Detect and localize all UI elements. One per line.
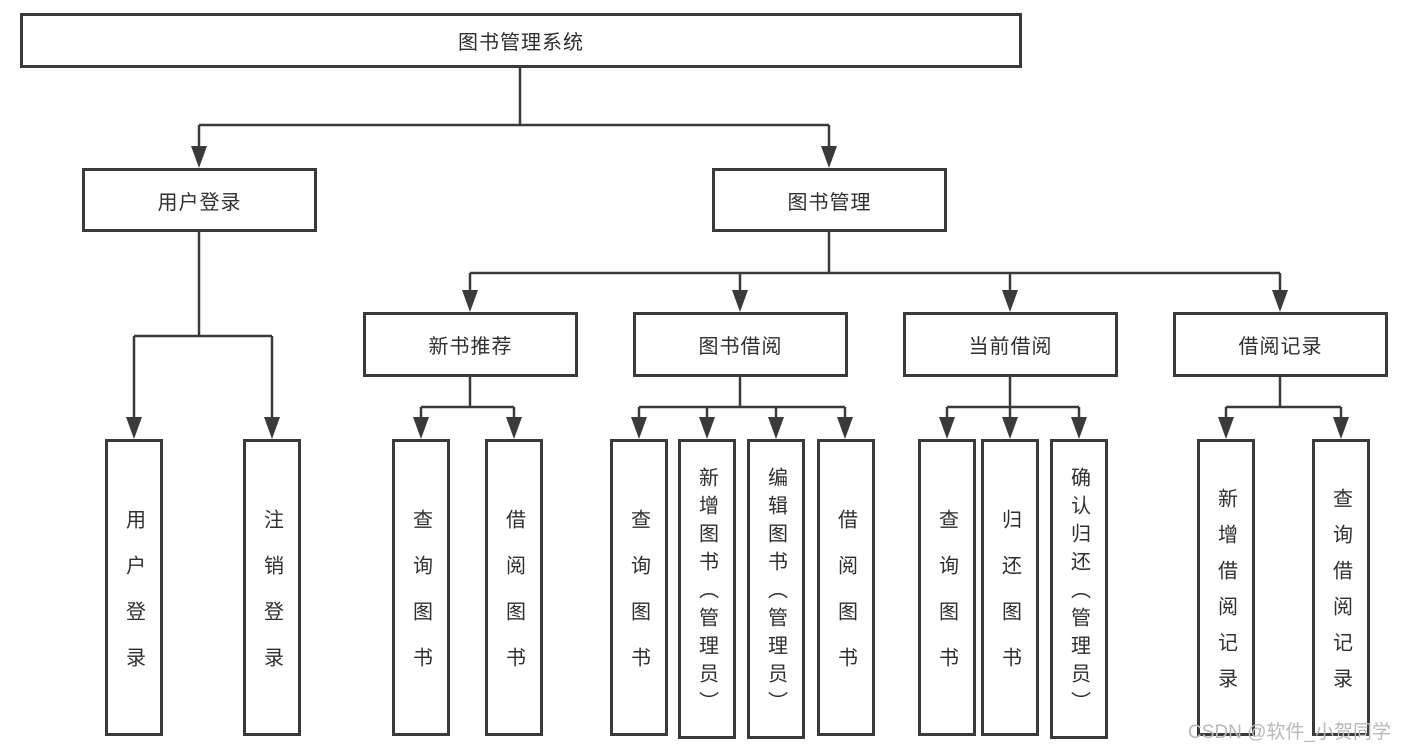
node-leaf-query-books-a: 查询图书: [392, 439, 450, 736]
node-leaf-return-books: 归还图书: [981, 439, 1039, 736]
arrowhead-icon: [264, 417, 280, 439]
arrowhead-icon: [191, 146, 207, 168]
arrowhead-icon: [1272, 290, 1288, 312]
node-current-borrow: 当前借阅: [903, 312, 1118, 377]
arrowhead-icon: [1218, 417, 1234, 439]
arrowhead-icon: [837, 417, 853, 439]
node-leaf-add-books-admin: 新增图书（管理员）: [678, 439, 736, 739]
arrowhead-icon: [768, 417, 784, 439]
node-leaf-query-borrow-record: 查询借阅记录: [1312, 439, 1370, 736]
node-new-book-rec: 新书推荐: [363, 312, 578, 377]
arrowhead-icon: [462, 290, 478, 312]
arrowhead-icon: [732, 290, 748, 312]
node-leaf-borrow-books-b: 借阅图书: [817, 439, 875, 736]
csdn-watermark: CSDN @软件_小贺同学: [1188, 722, 1391, 743]
arrowhead-icon: [699, 417, 715, 439]
arrowhead-icon: [1002, 290, 1018, 312]
arrowhead-icon: [939, 417, 955, 439]
arrowhead-icon: [1071, 417, 1087, 439]
arrowhead-icon: [413, 417, 429, 439]
node-user-login: 用户登录: [82, 168, 317, 232]
node-leaf-add-borrow-record: 新增借阅记录: [1197, 439, 1255, 736]
arrowhead-icon: [631, 417, 647, 439]
node-book-borrow: 图书借阅: [633, 312, 848, 377]
arrowhead-icon: [126, 417, 142, 439]
node-root: 图书管理系统: [20, 13, 1022, 68]
node-book-mgmt: 图书管理: [712, 168, 947, 232]
node-leaf-edit-books-admin: 编辑图书（管理员）: [747, 439, 805, 739]
node-leaf-borrow-books-a: 借阅图书: [485, 439, 543, 736]
node-leaf-user-login: 用户登录: [105, 439, 163, 736]
node-leaf-logout: 注销登录: [243, 439, 301, 736]
node-borrow-records: 借阅记录: [1173, 312, 1388, 377]
arrowhead-icon: [506, 417, 522, 439]
node-leaf-confirm-return-admin: 确认归还（管理员）: [1050, 439, 1108, 739]
arrowhead-icon: [1333, 417, 1349, 439]
arrowhead-icon: [1002, 417, 1018, 439]
node-leaf-query-books-c: 查询图书: [918, 439, 976, 736]
node-leaf-query-books-b: 查询图书: [610, 439, 668, 736]
arrowhead-icon: [821, 146, 837, 168]
